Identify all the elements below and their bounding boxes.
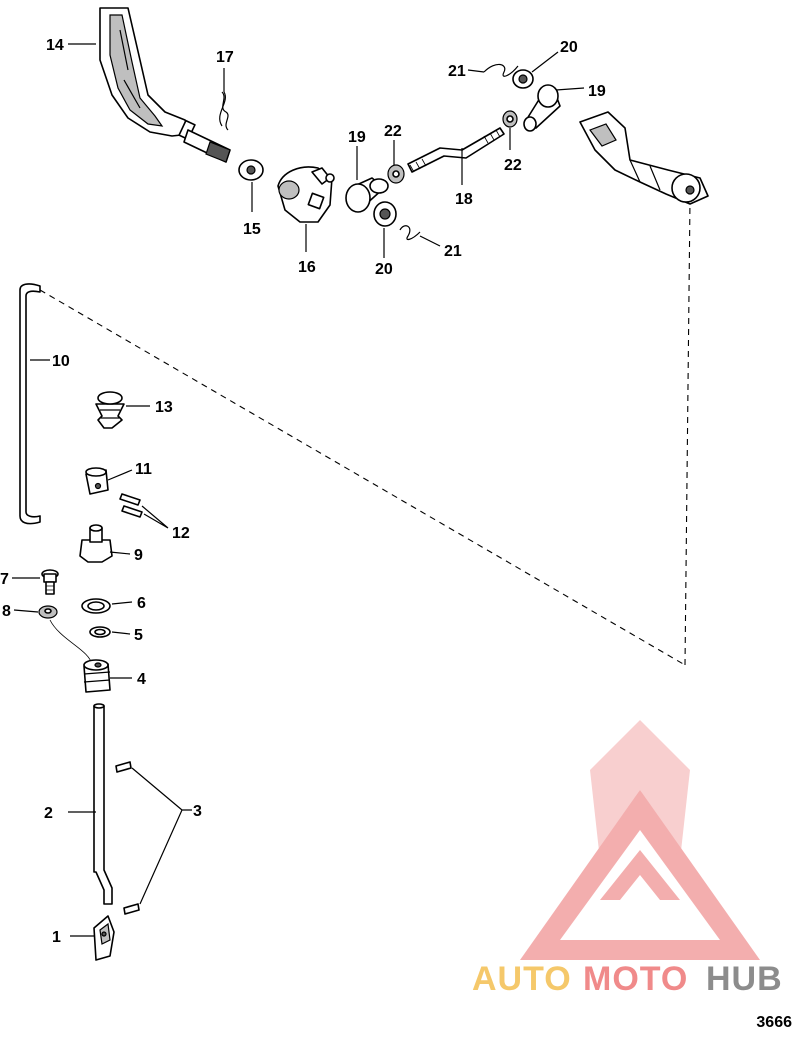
callouts: 14 17 15 16 19 22 18 20 21 22 21 20 19 1… [0, 37, 606, 946]
callout-2: 2 [44, 805, 53, 822]
callout-18: 18 [455, 191, 473, 208]
watermark-wordmark: AUTO MOTO HUB [472, 960, 783, 998]
watermark-word-2: MOTO [583, 960, 688, 998]
part-13-grommet [95, 391, 125, 429]
part-3-pins [115, 761, 140, 915]
callout-19-left: 19 [348, 129, 366, 146]
watermark-word-1: AUTO [472, 960, 572, 998]
callout-22-right: 22 [504, 157, 522, 174]
callout-11: 11 [135, 461, 152, 478]
part-21-clip-upper [483, 63, 519, 77]
part-9-bushing [79, 524, 113, 563]
part-linkage-bracket [579, 111, 709, 205]
callout-7: 7 [0, 571, 9, 588]
part-20-washer-lower [373, 201, 397, 227]
assembly-dashed-line [39, 199, 691, 666]
part-4-rubber-mount [83, 659, 111, 693]
part-7-screw [41, 569, 59, 595]
callout-21-upper: 21 [448, 63, 466, 80]
callout-20-upper: 20 [560, 39, 578, 56]
callout-4: 4 [137, 671, 146, 688]
callout-14: 14 [46, 37, 64, 54]
callout-17: 17 [216, 49, 234, 66]
part-6-wave-washer [81, 598, 111, 614]
part-16-shift-lever [277, 166, 335, 223]
part-2-shift-shaft [93, 703, 113, 905]
callout-21-lower: 21 [444, 243, 462, 260]
watermark-word-3: HUB [706, 960, 783, 998]
assembly-leader-8-4 [49, 619, 93, 666]
part-15-washer [238, 159, 264, 181]
part-19-rod-end-right [523, 84, 561, 132]
leader-lines [12, 43, 585, 937]
watermark-logo [520, 720, 760, 960]
part-19-rod-end-left [345, 177, 389, 213]
callout-22-left: 22 [384, 123, 402, 140]
callout-6: 6 [137, 595, 146, 612]
callout-5: 5 [134, 627, 143, 644]
callout-16: 16 [298, 259, 316, 276]
part-11-coupler [85, 467, 109, 495]
callout-10: 10 [52, 353, 70, 370]
callout-20-lower: 20 [375, 261, 393, 278]
part-21-clip-lower [399, 225, 421, 241]
part-14-shift-handle [99, 7, 231, 163]
part-17-clip [219, 91, 229, 131]
part-1-shift-cam [93, 915, 115, 961]
part-10-shift-rod [19, 283, 41, 525]
part-22-nut-left [387, 164, 405, 184]
part-18-link-rod [407, 127, 505, 173]
part-8-washer [38, 605, 58, 619]
part-5-flat-washer [89, 626, 111, 638]
callout-12: 12 [172, 525, 190, 542]
callout-8: 8 [2, 603, 11, 620]
callout-19-right: 19 [588, 83, 606, 100]
part-12-pins [119, 493, 143, 518]
part-20-washer-upper [512, 69, 534, 89]
callout-9: 9 [134, 547, 143, 564]
drawing-number: 3666 [756, 1014, 792, 1031]
callout-15: 15 [243, 221, 261, 238]
callout-13: 13 [155, 399, 173, 416]
part-22-nut-right [502, 110, 518, 128]
callout-1: 1 [52, 929, 61, 946]
callout-3: 3 [193, 803, 202, 820]
